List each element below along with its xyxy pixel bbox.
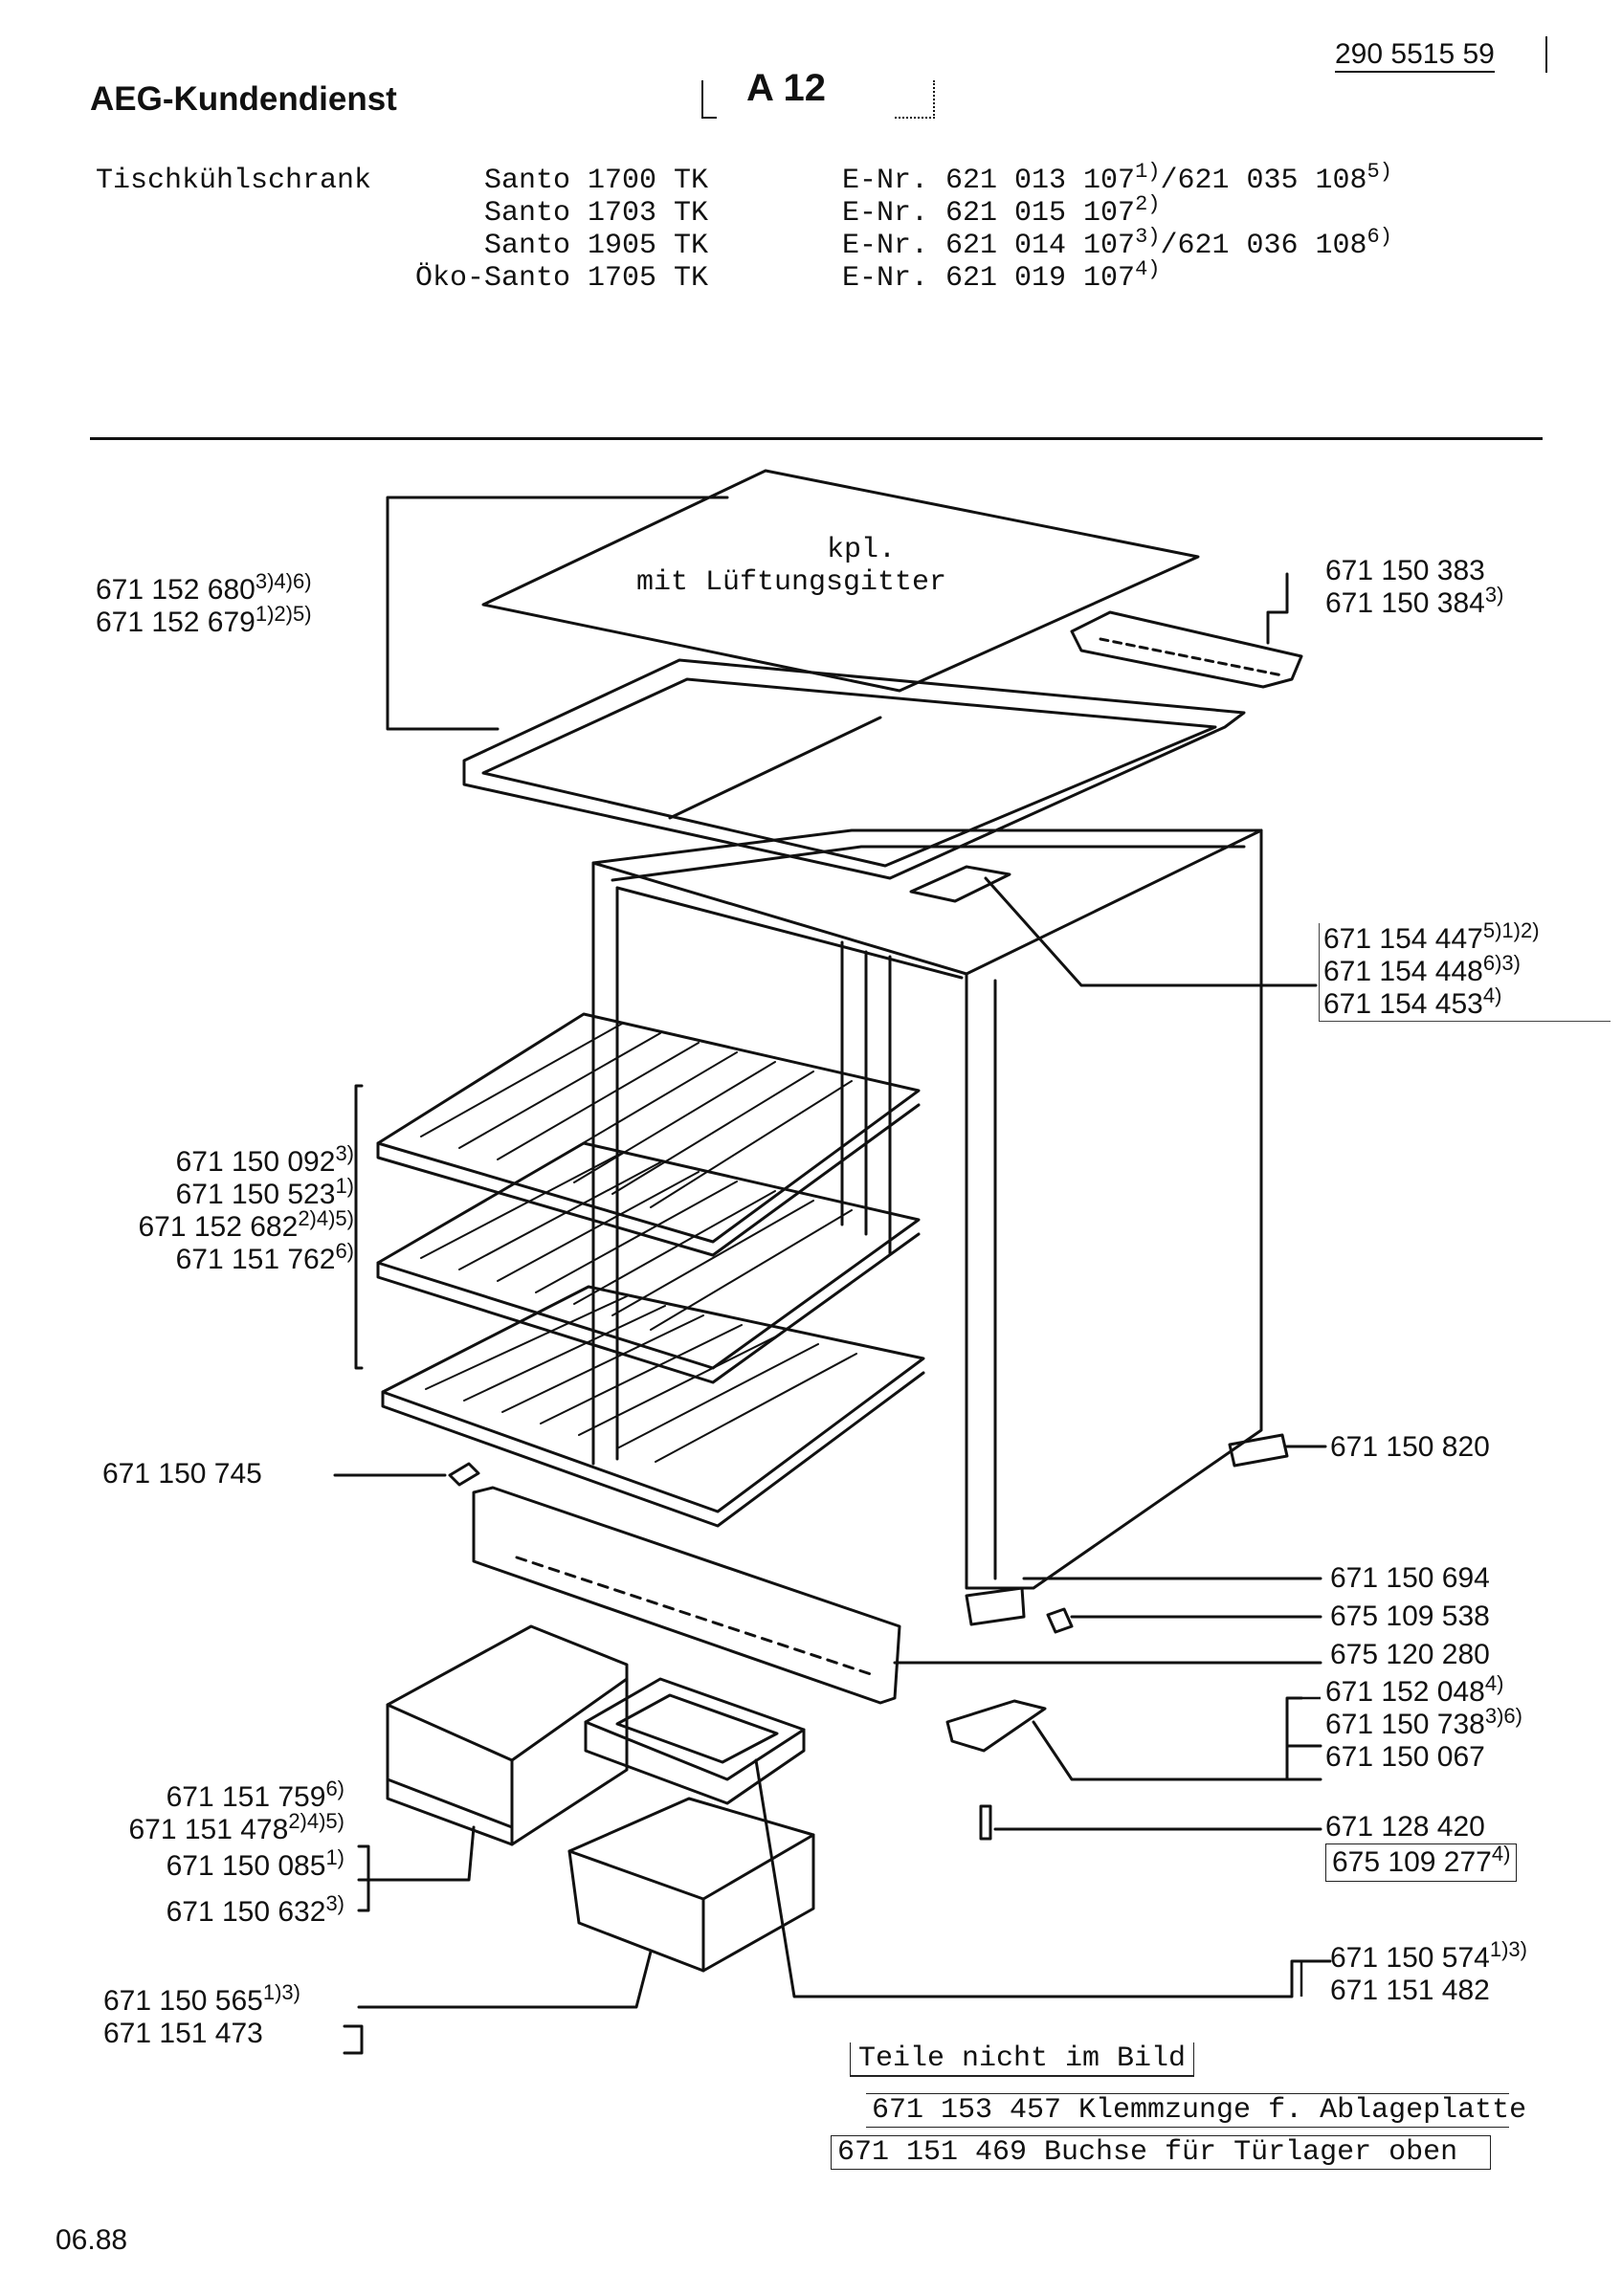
part-number: 671 150 694 <box>1330 1562 1490 1594</box>
part-number: 671 128 420 <box>1325 1811 1485 1843</box>
callout-foot-right: 671 150 820 <box>1330 1431 1490 1463</box>
parts-not-shown-title: Teile nicht im Bild <box>850 2042 1195 2077</box>
part-number: 671 150 5651)3) <box>103 1980 300 2018</box>
part-number: 671 152 0484) <box>1325 1671 1504 1709</box>
callout-tray: 671 150 5741)3) 671 151 482 <box>1330 1937 1527 2007</box>
part-number: 671 150 6323) <box>166 1891 344 1929</box>
sheet-code: A 12 <box>746 67 827 109</box>
part-number: 671 151 473 <box>103 2018 263 2049</box>
part-number: 671 150 0851) <box>166 1845 344 1883</box>
part-number: 671 151 4782)4)5) <box>128 1809 344 1846</box>
part-number: 671 150 383 <box>1325 555 1485 586</box>
model-1: Santo 1700 TK <box>483 165 708 197</box>
part-number: 671 150 0923) <box>175 1141 354 1179</box>
part-number: 671 152 6791)2)5) <box>96 602 312 639</box>
model-2: Santo 1703 TK <box>483 197 708 230</box>
part-number: 671 154 4486)3) <box>1323 951 1521 988</box>
doc-number-tick <box>1545 36 1547 73</box>
part-number: 671 151 7596) <box>166 1777 344 1814</box>
part-number: 671 154 4475)1)2) <box>1323 918 1540 956</box>
model-list: Santo 1700 TK Santo 1703 TK Santo 1905 T… <box>411 165 708 295</box>
top-bracket-shape <box>909 865 1011 903</box>
tray-leader <box>754 1758 1332 1998</box>
drawer-large-shape <box>386 1624 629 1846</box>
sheet-bracket-left <box>701 80 717 119</box>
parts-not-shown-item-1: 671 153 457 Klemmzunge f. Ablageplatte <box>866 2093 1526 2128</box>
enr-row-4: E-Nr. 621 019 1074) <box>842 257 1161 296</box>
callout-hinge: 671 152 0484) 671 150 7383)6) 671 150 06… <box>1325 1671 1522 1774</box>
part-number: 671 150 5231) <box>175 1174 354 1211</box>
callout-shelves: 671 150 0923) 671 150 5231) 671 152 6822… <box>67 1141 354 1276</box>
shelf-1-shape <box>376 1012 921 1244</box>
model-4: Öko-Santo 1705 TK <box>414 262 708 295</box>
front-strip-shape <box>472 1486 901 1705</box>
shelf-clip-shape <box>448 1462 480 1487</box>
callout-drawer-large: 671 151 7596) 671 151 4782)4)5) 671 150 … <box>67 1777 344 1929</box>
part-number: 671 150 3843) <box>1325 583 1504 620</box>
part-number: 675 109 538 <box>1330 1601 1490 1632</box>
enr-row-2: E-Nr. 621 015 1072) <box>842 192 1161 231</box>
top-bracket-leader <box>984 876 1318 987</box>
part-number: 671 150 5741)3) <box>1330 1937 1527 1975</box>
callout-top-bracket: 671 154 4475)1)2) 671 154 4486)3) 671 15… <box>1319 918 1611 1022</box>
top-cover-shape <box>481 469 1200 693</box>
callout-shelf-clip: 671 150 745 <box>102 1458 262 1490</box>
top-cover-leader <box>386 496 729 731</box>
enr-row-1: E-Nr. 621 013 1071)/621 035 1085) <box>842 160 1392 198</box>
brand-title: AEG-Kundendienst <box>90 80 397 118</box>
foot-right-shape <box>1228 1433 1289 1468</box>
hinge-shape <box>945 1699 1047 1753</box>
part-number: 671 151 482 <box>1330 1975 1490 2006</box>
model-3: Santo 1905 TK <box>483 230 708 262</box>
part-number: 675 120 280 <box>1330 1639 1490 1670</box>
vent-grille-shape <box>1070 610 1303 689</box>
hinge-leader <box>1032 1720 1322 1781</box>
callout-vent-grille: 671 150 383 671 150 3843) <box>1325 555 1503 620</box>
enr-row-3: E-Nr. 621 014 1073)/621 036 1086) <box>842 225 1392 263</box>
cabinet-body-shape <box>591 828 1263 1590</box>
drawer-large-leader <box>357 1825 476 1912</box>
vent-grille-leader <box>1266 572 1289 645</box>
document-number: 290 5515 59 <box>1335 38 1495 73</box>
part-number: 671 152 6803)4)6) <box>96 569 312 607</box>
callout-top-cover: 671 152 6803)4)6) 671 152 6791)2)5) <box>96 569 312 639</box>
top-cover-note-line-1: kpl. <box>826 534 896 566</box>
shelf-2-shape <box>376 1141 921 1370</box>
drawer-small-leader <box>343 1950 653 2055</box>
product-type: Tischkühlschrank <box>96 165 372 197</box>
top-cover-note: kpl. <box>746 534 976 566</box>
shelf-3-shape <box>381 1285 925 1513</box>
part-number: 671 154 4534) <box>1323 983 1502 1021</box>
parts-not-shown-item-2: 671 151 469 Buchse für Türlager oben <box>831 2135 1491 2170</box>
part-number: 671 150 067 <box>1325 1741 1485 1773</box>
part-number: 671 150 7383)6) <box>1325 1704 1522 1741</box>
footer-date: 06.88 <box>56 2224 128 2256</box>
shelves-leader <box>354 1084 364 1370</box>
sheet-bracket-right <box>895 80 935 119</box>
hinge-pin-shape <box>979 1804 992 1841</box>
top-frame-shape <box>462 658 1246 880</box>
part-number: 671 152 6822)4)5) <box>138 1206 354 1244</box>
callout-drawer-small: 671 150 5651)3) 671 151 473 <box>103 1980 300 2050</box>
header-divider <box>90 437 1543 440</box>
part-number: 675 109 2774) <box>1325 1843 1518 1882</box>
foot-screw-shape <box>1046 1607 1074 1634</box>
top-cover-note-line-2: mit Lüftungsgitter <box>636 566 947 599</box>
callout-lower-right: 671 150 694 675 109 538 675 120 280 <box>1330 1559 1490 1674</box>
foot-front-shape <box>965 1586 1026 1626</box>
enr-list: E-Nr. 621 013 1071)/621 035 1085) E-Nr. … <box>842 160 1392 296</box>
callout-hinge-pin: 671 128 420 675 109 2774) <box>1325 1811 1518 1882</box>
part-number: 671 151 7626) <box>175 1239 354 1276</box>
